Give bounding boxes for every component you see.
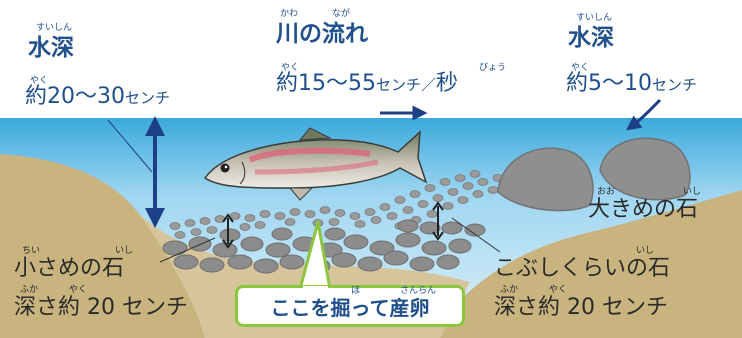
leader-small-stone <box>159 237 216 263</box>
right-prefix-ruby: やく <box>571 63 590 73</box>
small-stone-ruby-yaku: やく <box>69 285 88 295</box>
center-range-num: 15～55 <box>298 71 377 96</box>
left-range-unit: センチ <box>125 89 171 107</box>
spawn-pointer-join <box>303 286 328 291</box>
fist-stone-ruby-yaku: やく <box>549 285 568 295</box>
gravel <box>169 170 504 239</box>
center-ruby-naga: なが <box>332 9 351 19</box>
spawn-text: ここを掘って産卵 <box>270 296 430 320</box>
center-range-unit: センチ／ <box>376 76 437 94</box>
fist-stone-ruby-fuka: ふか <box>500 285 519 295</box>
fist-stone-label: こぶしくらいの石 <box>494 256 671 281</box>
small-stone-depth: 深さ約 20 センチ <box>14 295 188 320</box>
right-range-num: 5～10 <box>588 71 653 96</box>
depth-arrow-small-right-head-top <box>432 201 444 211</box>
right-depth-value: 約5～10センチ <box>566 71 697 98</box>
small-stone-ruby-ishi: いし <box>115 246 134 256</box>
right-bank <box>440 190 742 338</box>
left-depth-title: 水深 <box>28 35 74 61</box>
fist-stone-depth: 深さ約 20 センチ <box>494 295 668 320</box>
small-stone-ruby-chii: ちい <box>22 246 41 256</box>
big-stone-label: 大きめの石 <box>588 197 699 222</box>
depth-arrow-small-left-head-bottom <box>222 239 234 249</box>
big-stone-2 <box>599 137 691 201</box>
left-depth-value: 約20～30センチ <box>25 84 170 111</box>
trout-fish <box>203 127 428 201</box>
center-per: 秒 <box>436 71 459 96</box>
river-flow-value: 約15～55センチ／秒 <box>276 71 458 98</box>
right-depth-arrow <box>625 98 662 131</box>
depth-arrow-small-right-head-bottom <box>432 231 444 241</box>
right-title-ruby: すいしん <box>576 13 613 23</box>
spawn-ruby-sanran: さんらん <box>400 286 437 296</box>
center-per-ruby: びょう <box>479 63 507 73</box>
left-bank <box>0 154 205 338</box>
left-title-ruby: すいしん <box>36 23 73 33</box>
leader-fist-stone <box>451 217 501 253</box>
big-stone-1 <box>497 147 594 212</box>
center-prefix: 約 <box>276 71 299 96</box>
center-ruby-kawa: かわ <box>280 9 299 19</box>
center-prefix-ruby: やく <box>281 63 300 73</box>
left-range-num: 20～30 <box>47 84 126 109</box>
left-prefix-ruby: やく <box>30 76 49 86</box>
right-prefix: 約 <box>566 71 589 96</box>
spawn-callout: ここを掘って産卵 ほ さんらん <box>235 285 465 327</box>
right-range-unit: センチ <box>652 76 698 94</box>
spawn-ruby-ho: ほ <box>351 286 361 296</box>
big-stone-ruby-oo: おお <box>597 187 616 197</box>
leader-left <box>107 119 153 173</box>
big-stone-ruby-ishi: いし <box>683 187 702 197</box>
right-depth-title: 水深 <box>568 25 614 51</box>
fist-stone-ruby-ishi: いし <box>636 246 655 256</box>
small-stone-ruby-fuka: ふか <box>20 285 39 295</box>
small-stone-label: 小さめの石 <box>14 256 125 281</box>
left-prefix: 約 <box>25 84 48 109</box>
river-flow-title: 川の流れ <box>276 21 368 47</box>
depth-arrow-small-left-head-top <box>222 213 234 223</box>
